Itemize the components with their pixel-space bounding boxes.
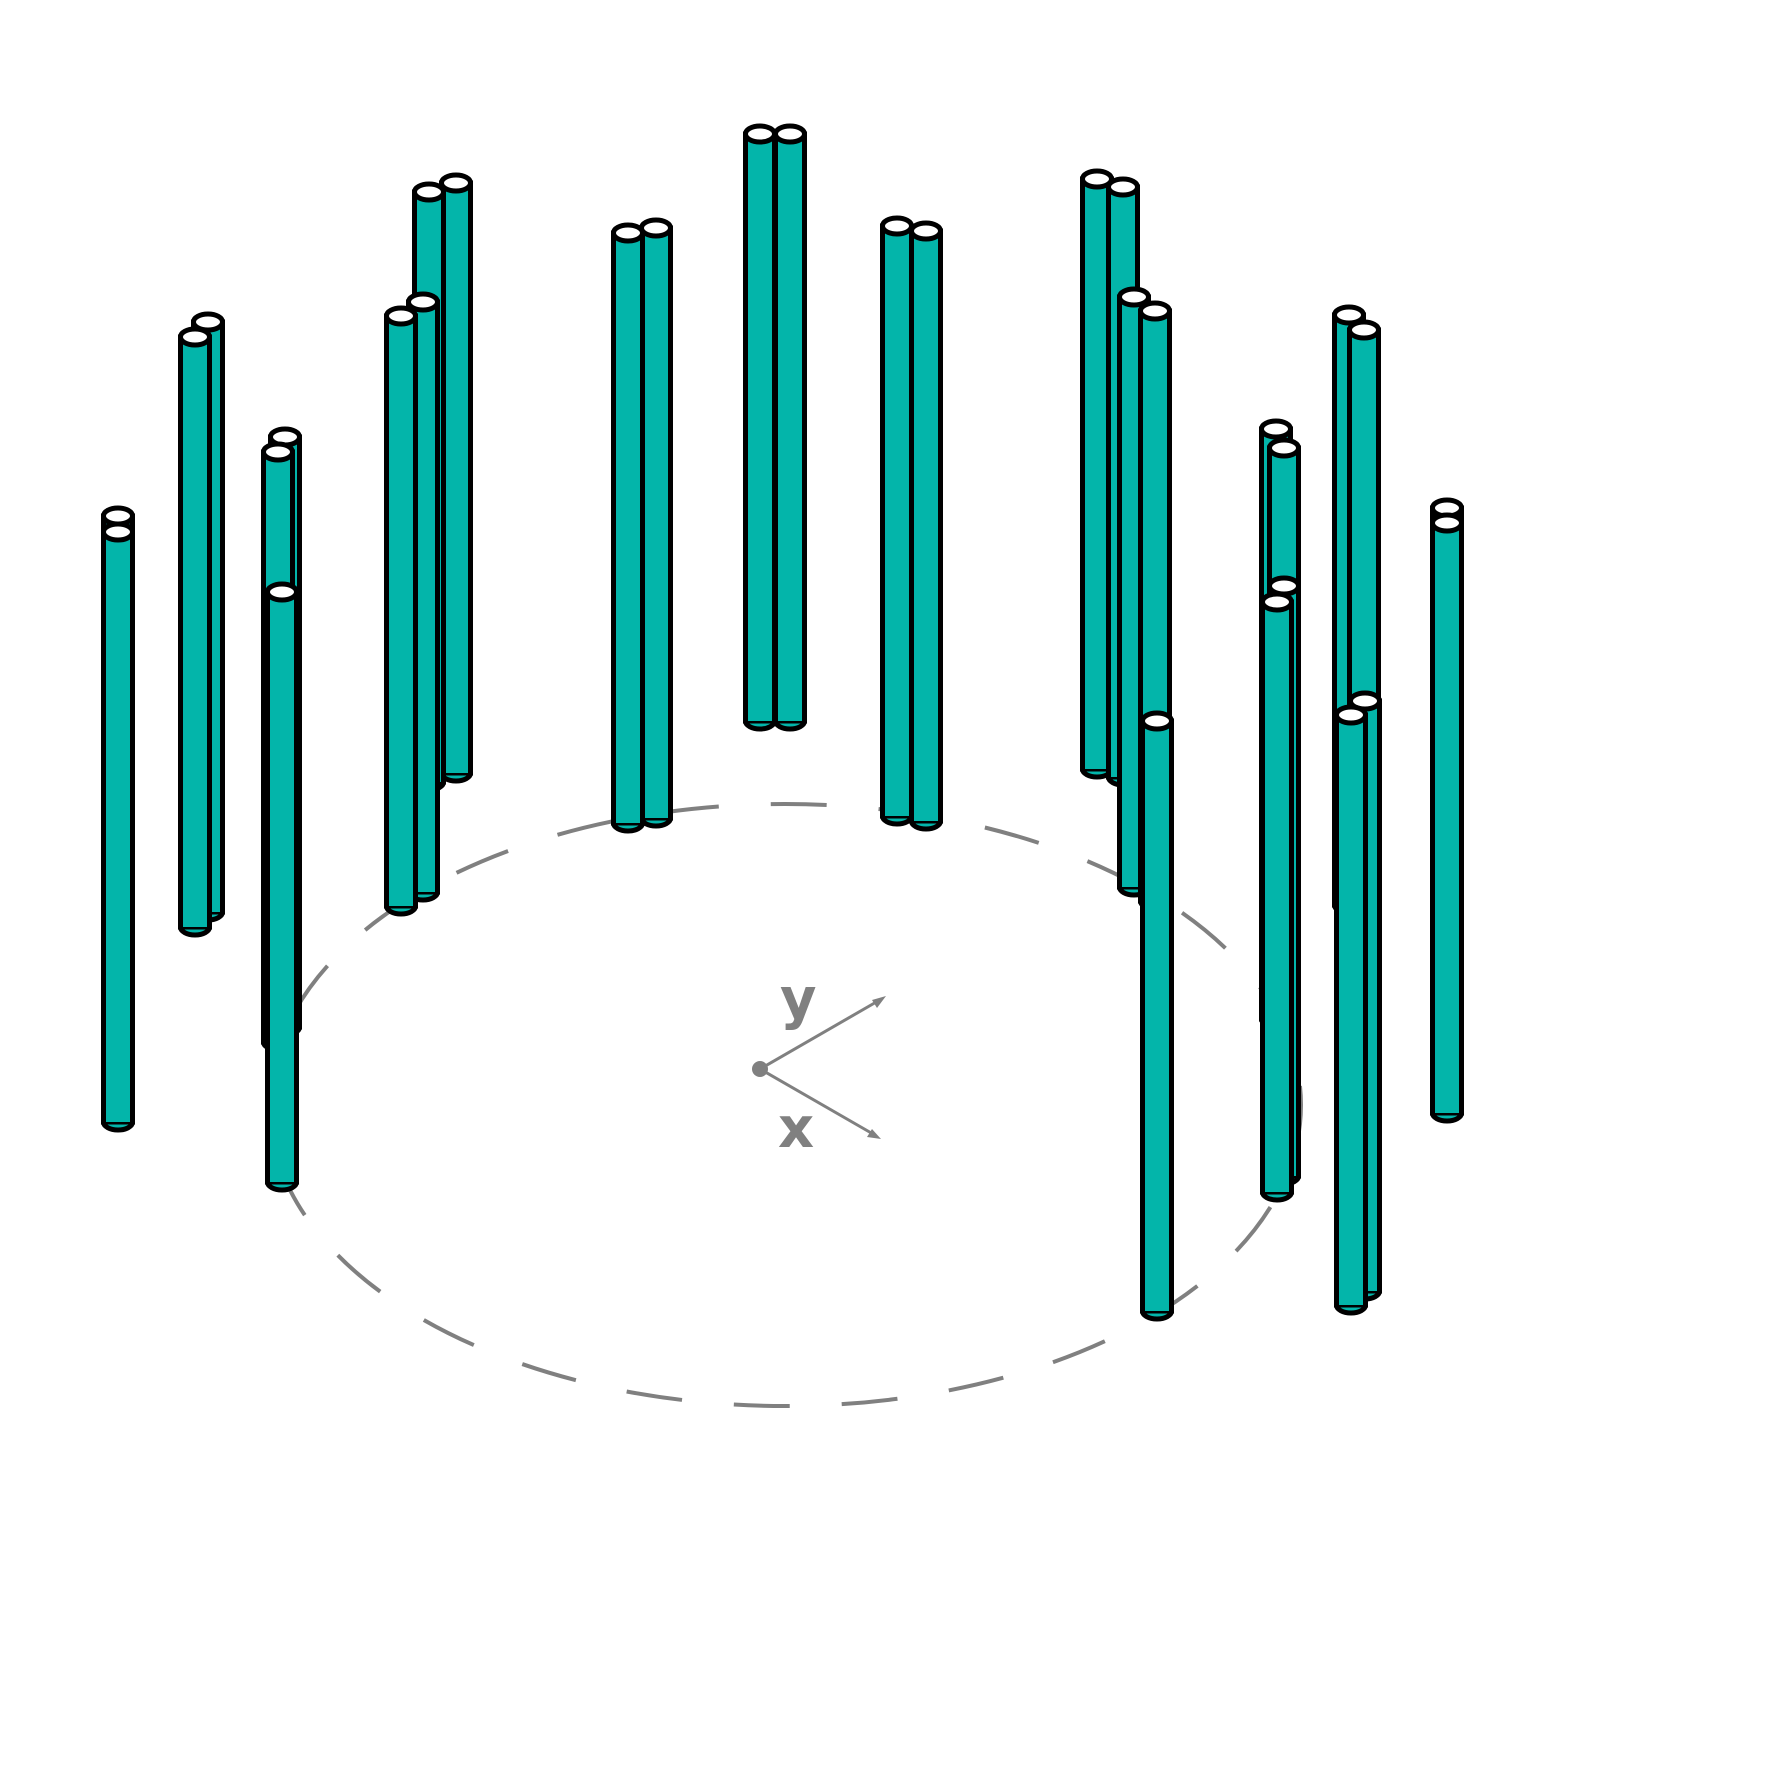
rod-body <box>880 223 914 819</box>
rod-seam <box>1265 1182 1289 1192</box>
rod-seam <box>444 763 468 773</box>
rod-seam <box>885 806 909 816</box>
rod-body <box>101 529 135 1125</box>
rod-body <box>909 228 943 824</box>
rod-cap <box>178 326 212 348</box>
rod <box>909 220 943 832</box>
rod-cap <box>1267 575 1301 597</box>
rod <box>439 172 473 784</box>
rod-cap <box>1334 704 1368 726</box>
axis-x-arrow <box>759 1067 874 1136</box>
rod-cap <box>191 311 225 333</box>
rod-body <box>1334 712 1368 1308</box>
rod <box>1430 512 1464 1124</box>
rod <box>611 222 645 834</box>
rod-cap <box>384 305 418 327</box>
rod-body <box>384 313 418 909</box>
rod-cap <box>261 441 295 463</box>
rod-cap <box>639 217 673 239</box>
rod <box>880 215 914 827</box>
rod-cap <box>1106 176 1140 198</box>
rod <box>743 123 777 732</box>
rod-seam <box>616 813 640 823</box>
rod-cap <box>1347 319 1381 341</box>
axis-y-label: y <box>780 967 817 1032</box>
axis-y-arrowhead <box>872 996 886 1008</box>
rod-seam <box>778 711 802 721</box>
rod-body <box>773 131 807 724</box>
rod-seam <box>1085 759 1109 769</box>
rod <box>773 123 807 732</box>
rod-seam <box>183 917 207 927</box>
rod-seam <box>1435 1103 1459 1113</box>
rod-seam <box>1122 877 1146 887</box>
rod-cap <box>101 521 135 543</box>
rod-seam <box>748 711 772 721</box>
rod-seam <box>1339 1295 1363 1305</box>
axis-y-arrow <box>759 999 879 1071</box>
rod-cap <box>439 172 473 194</box>
rod-cap <box>1259 418 1293 440</box>
axis-origin-dot <box>752 1061 768 1077</box>
rod <box>178 326 212 938</box>
rod <box>639 217 673 829</box>
rod-seam <box>644 808 668 818</box>
rod-seam <box>389 896 413 906</box>
rod-cap <box>611 222 645 244</box>
rod-body <box>1140 718 1174 1314</box>
rod-cap <box>412 181 446 203</box>
rod <box>1260 591 1294 1203</box>
axis-indicator: y x <box>752 967 886 1161</box>
rod-body <box>743 131 777 724</box>
rod-body <box>265 589 299 1185</box>
rod-cap <box>406 291 440 313</box>
rod-seam <box>270 1172 294 1182</box>
axis-x-arrowhead <box>867 1129 881 1139</box>
rod-cap <box>1332 304 1366 326</box>
rod <box>1140 710 1174 1322</box>
rod-seam <box>106 1112 130 1122</box>
rod-cap <box>1117 286 1151 308</box>
rod-cap <box>1138 300 1172 322</box>
rod-cap <box>909 220 943 242</box>
rod-cap <box>773 123 807 145</box>
rod-cap <box>1267 437 1301 459</box>
rod-cap <box>743 123 777 145</box>
rod <box>101 521 135 1133</box>
rod-body <box>1260 599 1294 1195</box>
rod <box>1334 704 1368 1316</box>
rod-seam <box>1145 1301 1169 1311</box>
rod <box>384 305 418 917</box>
rod-body <box>178 334 212 930</box>
rod-body <box>1430 520 1464 1116</box>
rod-cap <box>1430 512 1464 534</box>
rod-cap <box>1080 168 1114 190</box>
rod-seam <box>914 811 938 821</box>
rod-cap <box>265 581 299 603</box>
rod-cap <box>1140 710 1174 732</box>
rod-cap <box>1260 591 1294 613</box>
rod-body <box>639 225 673 821</box>
rod-seam <box>411 882 435 892</box>
rod <box>265 581 299 1193</box>
rod-cap <box>880 215 914 237</box>
rod-body <box>611 230 645 826</box>
axis-x-label: x <box>778 1096 814 1161</box>
